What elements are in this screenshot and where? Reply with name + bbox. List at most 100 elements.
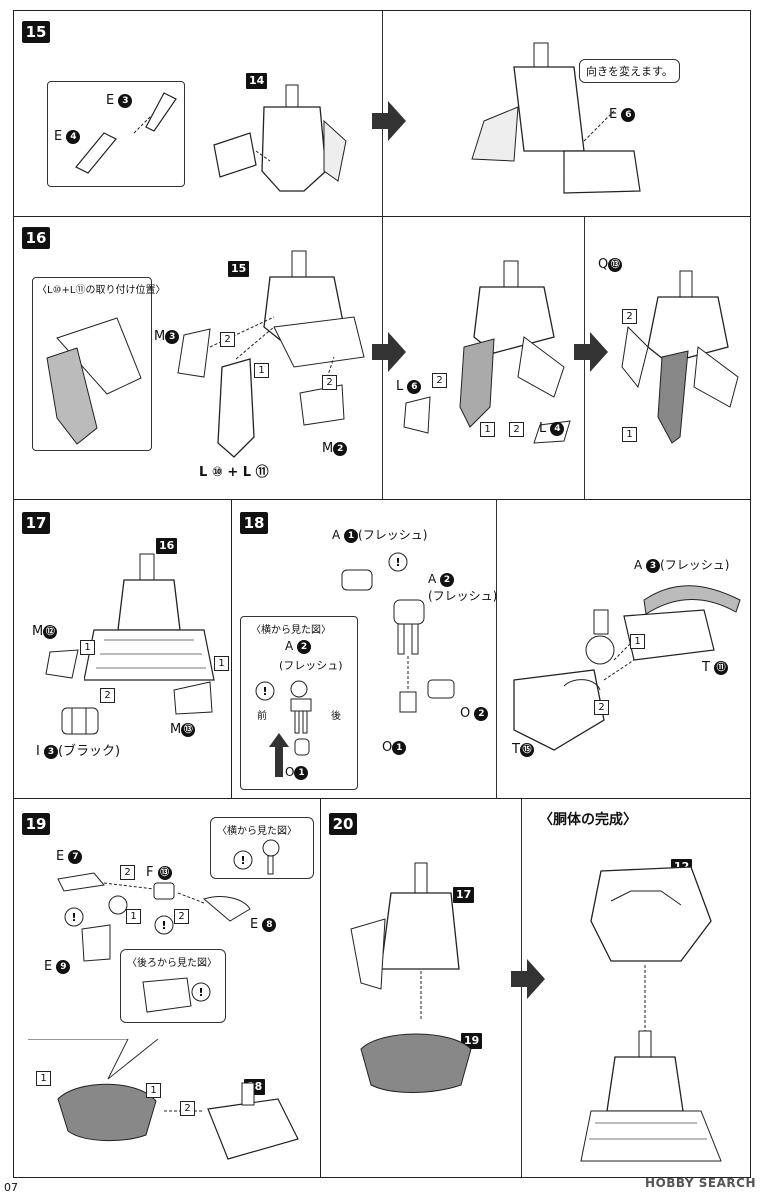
note-bubble: 向きを変えます。: [579, 59, 680, 83]
part-m13-drawing: [173, 681, 213, 715]
step-number: 19: [22, 813, 50, 835]
label-e6: E 6: [609, 107, 636, 122]
step-number: 15: [22, 21, 50, 43]
label-e9: E 9: [44, 959, 71, 974]
part-e3-drawing: [133, 92, 177, 134]
label-a1: A 1(フレッシュ): [332, 528, 428, 543]
position-inset: 〈L⑩+L⑪の取り付け位置〉: [32, 277, 166, 451]
inset-title: 〈横から見た図〉: [217, 826, 297, 837]
svg-text:!: !: [395, 556, 400, 569]
label-e8: E 8: [250, 917, 277, 932]
order-mark: 1: [630, 634, 645, 649]
torso-assembly-drawing: [213, 84, 347, 192]
ref-badge-17: 17: [453, 887, 475, 903]
order-mark: 2: [180, 1101, 195, 1116]
divider: [496, 500, 497, 798]
step-20-panel: 20 〈胴体の完成〉 17 19 12: [320, 798, 751, 1178]
divider: [521, 799, 522, 1177]
lower-body-drawing: [350, 862, 460, 1019]
svg-text:!: !: [262, 685, 267, 698]
order-mark: 1: [126, 909, 141, 924]
step-number: 20: [329, 813, 357, 835]
label-o2: O 2: [460, 706, 489, 721]
step-number: 18: [240, 512, 268, 534]
next-arrow: [511, 959, 545, 999]
chest-attach-drawing: [28, 1039, 299, 1160]
label-i3: I 3(ブラック): [36, 744, 121, 759]
next-arrow: [372, 332, 406, 372]
complete-title: 〈胴体の完成〉: [539, 812, 637, 828]
order-mark: 2: [509, 422, 524, 437]
label-l6: L 6: [396, 379, 422, 394]
order-mark: 2: [432, 373, 447, 388]
label-f13: F ⑬: [146, 865, 172, 880]
svg-text:!: !: [240, 854, 245, 867]
order-mark: 1: [480, 422, 495, 437]
order-mark: 2: [594, 700, 609, 715]
order-mark: 1: [254, 363, 269, 378]
torso-with-legs-drawing: [177, 250, 365, 458]
step-19-panel: 19 E 7 F ⑬ E 8 E 9 ! ! 2 1 2 〈横から見た図〉 ! …: [13, 798, 321, 1178]
page-number: 07: [4, 1181, 18, 1194]
label-e7: E 7: [56, 849, 83, 864]
rotated-assembly-drawing: [471, 42, 641, 194]
svg-text:!: !: [198, 986, 203, 999]
step-number: 16: [22, 227, 50, 249]
ref-badge-14: 14: [246, 73, 268, 89]
torso-skirt-drawing: [84, 553, 215, 681]
upper-body-drawing: [360, 1033, 472, 1093]
joint-assembly-drawing: !: [341, 552, 455, 713]
inset-label-a2: A 2: [285, 639, 312, 654]
inset-title: 〈横から見た図〉: [251, 625, 331, 636]
order-mark: 2: [220, 332, 235, 347]
completed-torso-drawing: [580, 866, 722, 1162]
label-l10-l11: L ⑩ + L ⑪: [199, 465, 269, 480]
label-a2: A 2(フレッシュ): [428, 572, 498, 603]
inset-drawing: !: [142, 977, 211, 1013]
inset-title: 〈後ろから見た図〉: [127, 958, 217, 969]
inset-drawing: !: [233, 839, 280, 875]
ref-badge-15: 15: [228, 261, 250, 277]
order-mark: 2: [100, 688, 115, 703]
part-m12-drawing: [45, 649, 79, 679]
order-mark: 1: [146, 1083, 161, 1098]
back-view-inset: 〈後ろから見た図〉 !: [120, 949, 226, 1023]
watermark: HOBBY SEARCH: [645, 1176, 756, 1190]
order-mark: 1: [214, 656, 229, 671]
order-mark: 2: [322, 375, 337, 390]
order-mark: 1: [622, 427, 637, 442]
final-leg-drawing: [621, 270, 739, 444]
front-label: 前: [257, 711, 267, 722]
label-e4: E 4: [54, 129, 81, 144]
label-e3: E 3: [106, 93, 133, 108]
part-e4-drawing: [75, 132, 117, 174]
inset-title: 〈L⑩+L⑪の取り付け位置〉: [37, 285, 166, 296]
next-arrow: [372, 101, 406, 141]
svg-text:!: !: [71, 911, 76, 924]
back-label: 後: [331, 711, 341, 722]
step-number: 17: [22, 512, 50, 534]
shoulder-parts-drawing: ! !: [57, 872, 251, 962]
svg-text:!: !: [161, 919, 166, 932]
order-mark: 1: [80, 640, 95, 655]
label-t11: T ⑪: [702, 660, 729, 675]
order-mark: 1: [36, 1071, 51, 1086]
label-l4: L 4: [539, 421, 565, 436]
side-view-inset: 〈横から見た図〉 !: [210, 817, 314, 879]
part-i3-drawing: [61, 707, 99, 735]
order-mark: 2: [174, 909, 189, 924]
leg-attach-drawing: [403, 260, 571, 444]
waist-assembly-drawing: [513, 585, 741, 751]
inset-drawing: !: [255, 680, 312, 777]
